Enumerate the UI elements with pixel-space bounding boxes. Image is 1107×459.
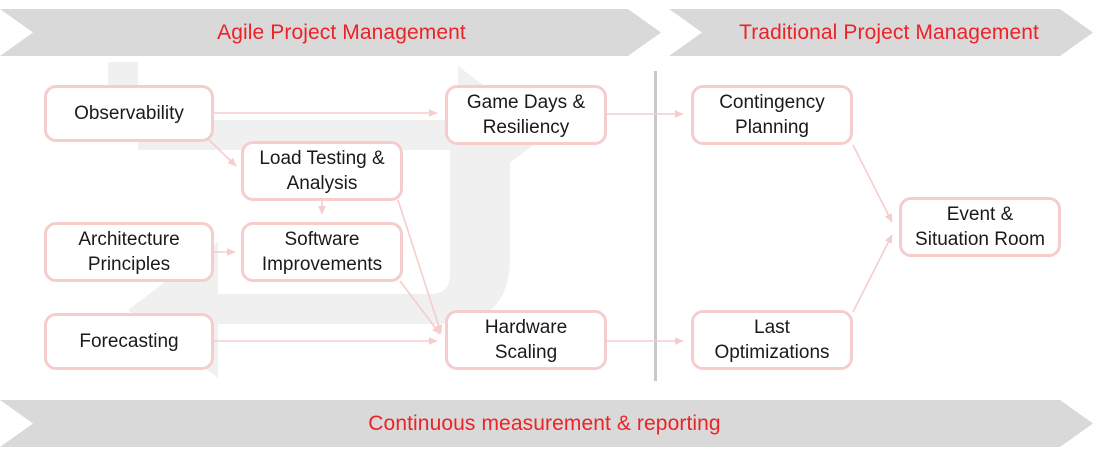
node-event-and-situation-room[interactable]: Event & Situation Room (899, 197, 1061, 257)
banner-traditional-label: Traditional Project Management (739, 21, 1039, 44)
node-forecasting-line1: Forecasting (79, 330, 179, 352)
node-software-improvements-line1: Software (284, 228, 360, 250)
banner-traditional-project-management: Traditional Project Management (669, 9, 1093, 56)
arrow-observability-to-load-testing (204, 135, 237, 167)
node-observability[interactable]: Observability (44, 85, 214, 142)
node-game-days-and-resiliency[interactable]: Game Days & Resiliency (445, 85, 607, 145)
node-game-days-line2: Resiliency (482, 117, 570, 138)
node-load-testing-line1: Load Testing & (259, 147, 385, 169)
node-last-optimizations-line2: Optimizations (714, 342, 830, 363)
banner-continuous-label: Continuous measurement & reporting (368, 412, 721, 435)
node-contingency-planning-line1: Contingency (719, 91, 825, 113)
arrow-contingency-to-event-room (852, 144, 893, 223)
node-observability-line1: Observability (74, 102, 184, 124)
node-architecture-principles[interactable]: Architecture Principles (44, 222, 214, 282)
node-hardware-scaling-line2: Scaling (494, 342, 558, 363)
node-forecasting[interactable]: Forecasting (44, 313, 214, 370)
node-contingency-planning-line2: Planning (735, 117, 809, 138)
arrow-last-optimizations-to-event-room (852, 234, 893, 313)
node-architecture-principles-line1: Architecture (78, 228, 180, 250)
node-software-improvements[interactable]: Software Improvements (241, 222, 403, 282)
node-last-optimizations[interactable]: Last Optimizations (691, 310, 853, 370)
node-contingency-planning[interactable]: Contingency Planning (691, 85, 853, 145)
section-divider (654, 71, 657, 381)
node-software-improvements-line2: Improvements (261, 254, 383, 275)
arrow-load-testing-to-hardware (397, 199, 443, 334)
banner-agile-label: Agile Project Management (217, 21, 466, 44)
banner-continuous-measurement-reporting: Continuous measurement & reporting (0, 400, 1093, 447)
node-event-situation-room-line1: Event & (946, 203, 1014, 225)
node-hardware-scaling[interactable]: Hardware Scaling (445, 310, 607, 370)
node-game-days-line1: Game Days & (466, 91, 586, 113)
node-hardware-scaling-line1: Hardware (484, 316, 568, 338)
node-load-testing-line2: Analysis (286, 173, 358, 194)
banner-agile-project-management: Agile Project Management (0, 9, 661, 56)
node-load-testing-and-analysis[interactable]: Load Testing & Analysis (241, 141, 403, 201)
node-architecture-principles-line2: Principles (87, 254, 171, 275)
node-event-situation-room-line2: Situation Room (915, 229, 1045, 250)
arrow-software-to-hardware (399, 280, 441, 335)
node-last-optimizations-line1: Last (754, 316, 790, 338)
